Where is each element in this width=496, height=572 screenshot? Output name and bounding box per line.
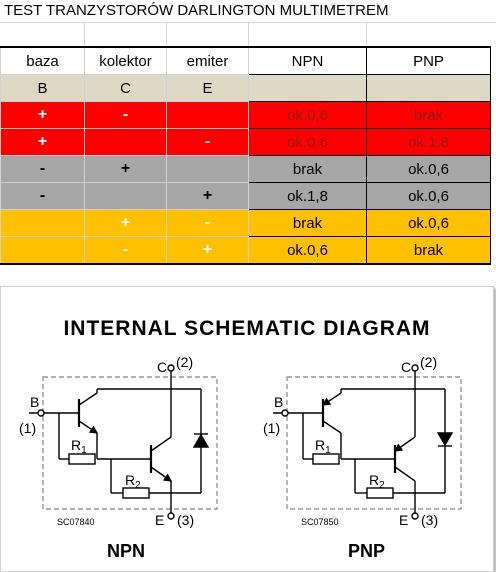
npn-emitter-label: E — [155, 512, 164, 528]
cell-emiter[interactable]: - — [166, 128, 249, 156]
cell-symbol: + — [37, 133, 48, 150]
cell-baza[interactable] — [0, 209, 85, 237]
cell-baza[interactable] — [0, 236, 85, 265]
cell-baza[interactable]: + — [0, 128, 85, 156]
pin-label-e[interactable]: E — [166, 74, 249, 102]
table-row: - + ok.1,8 ok.0,6 — [0, 182, 491, 210]
cell-pnp[interactable]: ok.0,6 — [366, 182, 491, 210]
cell-kolektor[interactable]: - — [84, 236, 167, 265]
pnp-collector-pin: (2) — [420, 354, 437, 370]
schematic-drawing: B (1) C (2) E (3) R1 R2 SC07840 — [19, 354, 462, 528]
cell-baza[interactable]: - — [0, 155, 85, 183]
cell-npn[interactable]: ok.0,6 — [248, 101, 367, 129]
pnp-r2-label: R2 — [369, 472, 385, 491]
cell-emiter[interactable] — [166, 101, 249, 129]
cell-symbol: - — [39, 187, 46, 204]
package-outline — [286, 376, 462, 510]
table-row: + - ok.0,6 brak — [0, 101, 491, 129]
cell-pnp[interactable]: brak — [366, 236, 491, 265]
grid-line — [166, 22, 167, 46]
grid-line — [248, 22, 249, 46]
pnp-schematic — [273, 364, 462, 520]
sheet-title: TEST TRANZYSTORÓW DARLINGTON MULTIMETREM — [4, 2, 389, 19]
package-outline — [42, 376, 218, 510]
cell-symbol: + — [202, 187, 213, 204]
npn-labels: B (1) C (2) E (3) R1 R2 SC07840 — [19, 354, 194, 528]
cell-symbol: - — [204, 133, 211, 150]
cell-kolektor[interactable]: + — [84, 155, 167, 183]
npn-base-pin: (1) — [19, 420, 36, 436]
header-pnp[interactable]: PNP — [366, 46, 491, 75]
cell-symbol: - — [122, 241, 129, 258]
cell-kolektor[interactable]: + — [84, 209, 167, 237]
npn-base-label: B — [30, 394, 39, 410]
cell-symbol: + — [202, 241, 213, 258]
pin-label-pnp[interactable] — [366, 74, 491, 102]
pnp-caption: PNP — [348, 541, 386, 561]
cell-pnp[interactable]: brak — [366, 101, 491, 129]
npn-r2-label: R2 — [125, 472, 141, 491]
cell-emiter[interactable]: - — [166, 209, 249, 237]
pin-label-npn[interactable] — [248, 74, 367, 102]
header-npn[interactable]: NPN — [248, 46, 367, 75]
cell-npn[interactable]: ok.1,8 — [248, 182, 367, 210]
table-row: - + brak ok.0,6 — [0, 155, 491, 183]
cell-kolektor[interactable] — [84, 182, 167, 210]
npn-emitter-pin: (3) — [177, 512, 194, 528]
cell-emiter[interactable]: + — [166, 182, 249, 210]
npn-schematic — [29, 364, 218, 520]
header-baza[interactable]: baza — [0, 46, 85, 75]
cell-symbol: - — [204, 214, 211, 231]
pnp-base-label: B — [274, 394, 283, 410]
cell-kolektor[interactable] — [84, 128, 167, 156]
cell-symbol: - — [122, 106, 129, 123]
schematic-image: INTERNAL SCHEMATIC DIAGRAM — [0, 286, 494, 572]
cell-npn[interactable]: brak — [248, 155, 367, 183]
cell-emiter[interactable] — [166, 155, 249, 183]
cell-npn[interactable]: brak — [248, 209, 367, 237]
cell-baza[interactable]: - — [0, 182, 85, 210]
npn-collector-label: C — [157, 359, 167, 375]
cell-kolektor[interactable]: - — [84, 101, 167, 129]
cell-symbol: + — [37, 106, 48, 123]
cell-baza[interactable]: + — [0, 101, 85, 129]
cell-pnp[interactable]: ok.1,8 — [366, 128, 491, 156]
cell-npn[interactable]: ok.0,6 — [248, 128, 367, 156]
cell-symbol: + — [120, 214, 131, 231]
table-row: + - ok.0,6 ok.1,8 — [0, 128, 491, 156]
cell-symbol: + — [120, 160, 131, 177]
pin-label-b[interactable]: B — [0, 74, 85, 102]
table-row: + - brak ok.0,6 — [0, 209, 491, 237]
cell-emiter[interactable]: + — [166, 236, 249, 265]
pnp-collector-label: C — [401, 359, 411, 375]
cell-pnp[interactable]: ok.0,6 — [366, 155, 491, 183]
header-emiter[interactable]: emiter — [166, 46, 249, 75]
cell-pnp[interactable]: ok.0,6 — [366, 209, 491, 237]
diagram-title: INTERNAL SCHEMATIC DIAGRAM — [63, 317, 431, 340]
header-kolektor[interactable]: kolektor — [84, 46, 167, 75]
npn-code: SC07840 — [57, 517, 95, 527]
npn-caption: NPN — [107, 541, 146, 561]
npn-r1-label: R1 — [71, 437, 87, 456]
pin-label-c[interactable]: C — [84, 74, 167, 102]
pnp-emitter-pin: (3) — [421, 512, 438, 528]
cell-symbol: - — [39, 160, 46, 177]
pnp-code: SC07850 — [301, 517, 339, 527]
pnp-base-pin: (1) — [263, 420, 280, 436]
pnp-r1-label: R1 — [315, 437, 331, 456]
test-table: baza kolektor emiter NPN PNP B C E + - o… — [0, 46, 491, 265]
pin-label-row: B C E — [0, 74, 491, 102]
pnp-labels: B (1) C (2) E (3) R1 R2 SC07850 — [263, 354, 438, 528]
cell-npn[interactable]: ok.0,6 — [248, 236, 367, 265]
pnp-emitter-label: E — [399, 512, 408, 528]
table-row: - + ok.0,6 brak — [0, 236, 491, 265]
grid-line — [366, 22, 367, 46]
npn-collector-pin: (2) — [176, 354, 193, 370]
grid-line — [84, 22, 85, 46]
header-row: baza kolektor emiter NPN PNP — [0, 46, 491, 75]
